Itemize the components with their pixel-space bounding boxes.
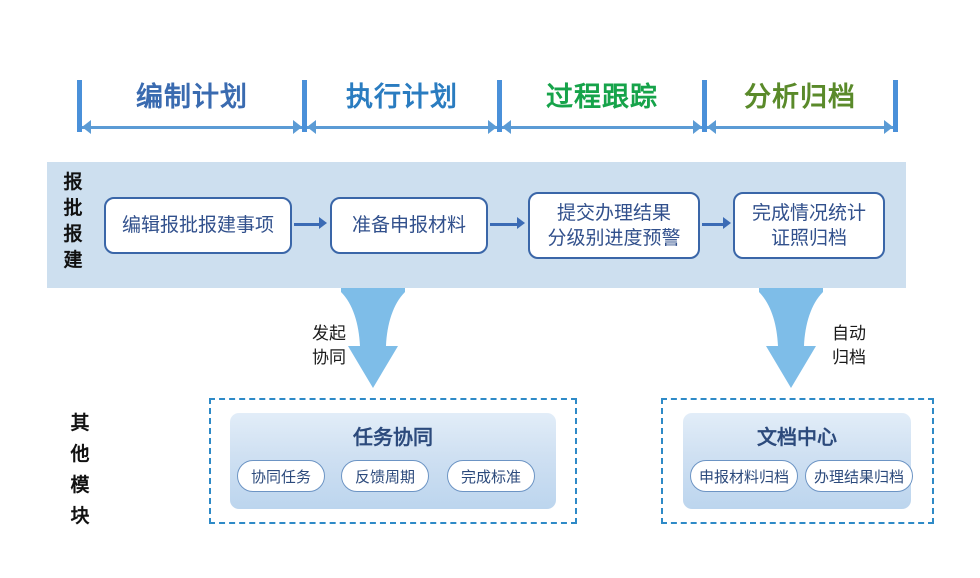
process-connector-1 — [490, 223, 518, 226]
module-0-pill-1[interactable]: 反馈周期 — [341, 460, 429, 492]
funnel-label-right: 自动 归档 — [832, 322, 866, 370]
process-step-0[interactable]: 编辑报批报建事项 — [104, 197, 292, 254]
timeline-tick-0 — [77, 80, 82, 132]
process-step-1[interactable]: 准备申报材料 — [330, 197, 488, 254]
process-row-label: 报批报建 — [63, 172, 83, 271]
timeline-arrow-2-left — [502, 120, 511, 134]
module-container-1 — [661, 398, 934, 524]
process-step-3-line1: 完成情况统计 — [751, 202, 866, 224]
timeline-tick-1 — [302, 80, 307, 132]
module-0-pill-2[interactable]: 完成标准 — [447, 460, 535, 492]
timeline-segment-0 — [82, 126, 302, 129]
process-step-3[interactable]: 完成情况统计 证照归档 — [733, 192, 885, 259]
process-connector-2 — [702, 223, 724, 226]
timeline-tick-4 — [893, 80, 898, 132]
module-title-1: 文档中心 — [757, 427, 837, 449]
module-1-pill-1-label: 办理结果归档 — [813, 468, 904, 486]
timeline-arrow-1-left — [307, 120, 316, 134]
module-1-pill-1[interactable]: 办理结果归档 — [805, 460, 913, 492]
process-step-0-line1: 编辑报批报建事项 — [121, 215, 274, 236]
phase-label-0: 编制计划 — [136, 82, 248, 112]
funnel-arrow-left — [341, 288, 405, 388]
funnel-arrow-right — [759, 288, 823, 388]
modules-row-label: 其他模块 — [70, 413, 90, 527]
timeline-segment-3 — [707, 126, 893, 129]
funnel-label-right-line2: 归档 — [832, 348, 866, 367]
process-step-2-line2: 分级别进度预警 — [547, 227, 681, 249]
module-container-0 — [209, 398, 577, 524]
timeline-tick-3 — [702, 80, 707, 132]
module-1-pill-0-label: 申报材料归档 — [698, 468, 789, 486]
phase-label-2: 过程跟踪 — [546, 82, 658, 112]
timeline-arrow-3-right — [884, 120, 893, 134]
funnel-label-left-line1: 发起 — [312, 324, 346, 343]
process-connector-1-head — [517, 217, 525, 229]
timeline-arrow-3-left — [707, 120, 716, 134]
process-connector-0-head — [319, 217, 327, 229]
timeline-tick-2 — [497, 80, 502, 132]
process-connector-2-head — [723, 217, 731, 229]
process-step-2[interactable]: 提交办理结果 分级别进度预警 — [528, 192, 700, 259]
timeline-arrow-1-right — [488, 120, 497, 134]
process-step-3-line2: 证照归档 — [770, 227, 847, 249]
timeline-arrow-0-right — [293, 120, 302, 134]
timeline-arrow-2-right — [693, 120, 702, 134]
module-1-pill-0[interactable]: 申报材料归档 — [690, 460, 798, 492]
module-title-0: 任务协同 — [353, 427, 433, 449]
process-step-2-line1: 提交办理结果 — [556, 202, 671, 224]
phase-label-3: 分析归档 — [744, 82, 856, 112]
funnel-label-left: 发起 协同 — [312, 322, 346, 370]
process-step-1-line1: 准备申报材料 — [351, 215, 466, 236]
phase-label-1: 执行计划 — [346, 82, 458, 112]
funnel-label-left-line2: 协同 — [312, 348, 346, 367]
timeline-segment-2 — [502, 126, 702, 129]
timeline-segment-1 — [307, 126, 497, 129]
funnel-label-right-line1: 自动 — [832, 324, 866, 343]
module-0-pill-0[interactable]: 协同任务 — [237, 460, 325, 492]
process-connector-0 — [294, 223, 320, 226]
module-0-pill-0-label: 协同任务 — [250, 468, 311, 486]
timeline-arrow-0-left — [82, 120, 91, 134]
module-0-pill-1-label: 反馈周期 — [354, 468, 415, 486]
module-0-pill-2-label: 完成标准 — [460, 468, 521, 486]
